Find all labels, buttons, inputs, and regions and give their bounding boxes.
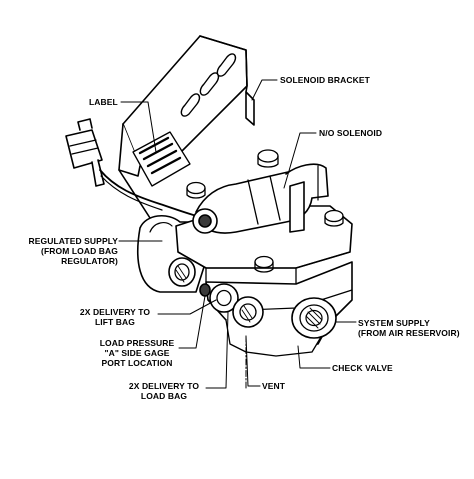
leader-label xyxy=(120,101,157,153)
regulated-supply-line3: REGULATOR) xyxy=(61,256,118,266)
bracket-slots xyxy=(180,53,237,117)
leader-check-valve xyxy=(297,345,331,369)
load-pressure-line2: "A" SIDE GAGE xyxy=(104,348,170,358)
check-valve-callout: CHECK VALVE xyxy=(332,363,393,373)
regulated-supply-line1: REGULATED SUPPLY xyxy=(28,236,118,246)
ports xyxy=(168,257,337,339)
product-label-plate xyxy=(132,131,191,187)
delivery-lift-callout: 2X DELIVERY TO LIFT BAG xyxy=(72,307,158,327)
delivery-lift-line2: LIFT BAG xyxy=(95,317,135,327)
leader-vent xyxy=(245,335,261,387)
vent-callout: VENT xyxy=(262,381,286,391)
mounting-bolts xyxy=(186,149,344,273)
delivery-load-callout: 2X DELIVERY TO LOAD BAG xyxy=(122,381,206,401)
load-pressure-line1: LOAD PRESSURE xyxy=(99,338,175,348)
leader-delivery-lift xyxy=(157,299,217,315)
leader-delivery-load xyxy=(205,311,229,389)
no-solenoid-callout: N/O SOLENOID xyxy=(319,128,383,138)
solenoid-drawing xyxy=(192,163,329,234)
delivery-lift-line1: 2X DELIVERY TO xyxy=(79,307,151,317)
delivery-load-line1: 2X DELIVERY TO xyxy=(128,381,200,391)
system-supply-line2: (FROM AIR RESERVOIR) xyxy=(358,328,460,338)
leader-lines xyxy=(118,79,357,391)
electrical-connector xyxy=(65,118,216,220)
regulated-supply-line2: (FROM LOAD BAG xyxy=(41,246,118,256)
leader-solenoid-bracket xyxy=(251,79,278,101)
solenoid-bracket-drawing xyxy=(118,35,255,219)
delivery-load-line2: LOAD BAG xyxy=(140,391,188,401)
load-pressure-callout: LOAD PRESSURE "A" SIDE GAGE PORT LOCATIO… xyxy=(96,338,178,368)
system-supply-callout: SYSTEM SUPPLY (FROM AIR RESERVOIR) xyxy=(358,318,460,338)
leader-no-solenoid xyxy=(283,132,317,189)
label-callout: LABEL xyxy=(89,97,118,107)
system-supply-line1: SYSTEM SUPPLY xyxy=(358,318,430,328)
regulated-supply-callout: REGULATED SUPPLY (FROM LOAD BAG REGULATO… xyxy=(14,236,118,266)
solenoid-bracket-callout: SOLENOID BRACKET xyxy=(280,75,370,85)
leader-load-pressure xyxy=(178,295,206,349)
load-pressure-line3: PORT LOCATION xyxy=(101,358,173,368)
